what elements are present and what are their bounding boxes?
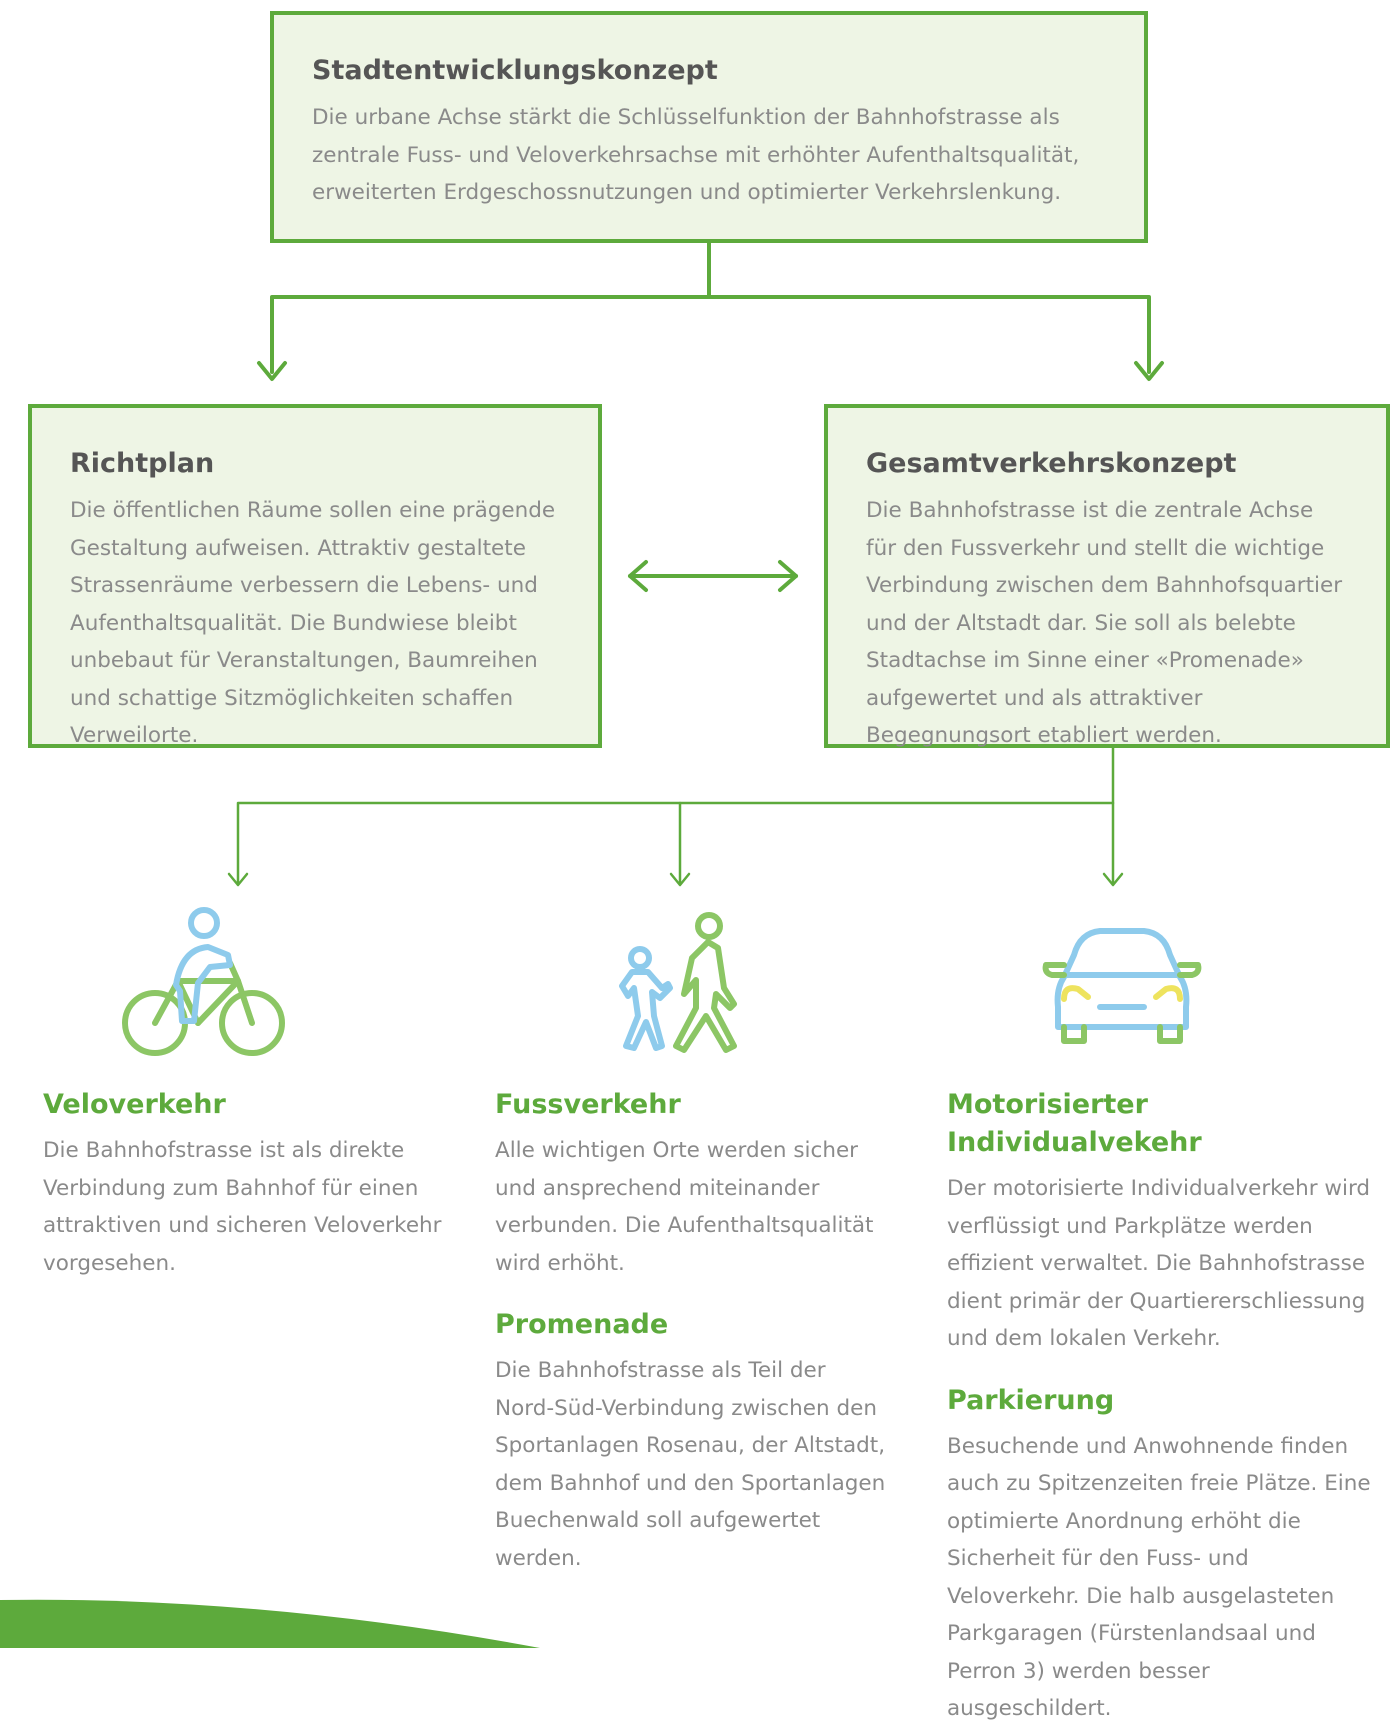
miv-column: Motorisierter Individualvekehr Der motor… bbox=[947, 1086, 1372, 1728]
parkierung-title: Parkierung bbox=[947, 1384, 1115, 1416]
promenade-title: Promenade bbox=[495, 1309, 669, 1340]
column-text: Der motorisierte Individualverkehr wird … bbox=[947, 1176, 1371, 1351]
richtplan-box: Richtplan Die öffentlichen Räume sollen … bbox=[28, 404, 602, 748]
veloverkehr-column: Veloverkehr Die Bahnhofstrasse ist als d… bbox=[43, 1086, 463, 1282]
box-title: Stadtentwicklungskonzept bbox=[312, 55, 718, 86]
car-icon bbox=[1042, 928, 1202, 1044]
box-title: Gesamtverkehrskonzept bbox=[866, 448, 1237, 479]
box-text: Die öffentlichen Räume sollen eine präge… bbox=[70, 498, 556, 748]
bicycle-icon bbox=[122, 907, 285, 1056]
parkierung-text: Besuchende und Anwohnende finden auch zu… bbox=[947, 1433, 1371, 1722]
box-title: Richtplan bbox=[70, 448, 215, 479]
fussverkehr-column: Fussverkehr Alle wichtigen Orte werden s… bbox=[495, 1086, 890, 1577]
promenade-text: Die Bahnhofstrasse als Teil der Nord-Süd… bbox=[495, 1358, 886, 1571]
pedestrians-icon bbox=[619, 912, 737, 1053]
box-text: Die urbane Achse stärkt die Schlüsselfun… bbox=[312, 105, 1080, 205]
column-title: Fussverkehr bbox=[495, 1089, 681, 1120]
column-text: Die Bahnhofstrasse ist als direkte Verbi… bbox=[43, 1138, 442, 1276]
column-text: Alle wichtigen Orte werden sicher und an… bbox=[495, 1138, 874, 1276]
stadtentwicklungskonzept-box: Stadtentwicklungskonzept Die urbane Achs… bbox=[270, 11, 1148, 243]
box-text: Die Bahnhofstrasse ist die zentrale Achs… bbox=[866, 498, 1343, 748]
column-title: Motorisierter Individualvekehr bbox=[947, 1089, 1202, 1158]
connector-lines bbox=[227, 241, 1164, 887]
column-title: Veloverkehr bbox=[43, 1089, 226, 1120]
green-swoosh-decoration bbox=[0, 1599, 540, 1648]
gesamtverkehrskonzept-box: Gesamtverkehrskonzept Die Bahnhofstrasse… bbox=[824, 404, 1390, 748]
